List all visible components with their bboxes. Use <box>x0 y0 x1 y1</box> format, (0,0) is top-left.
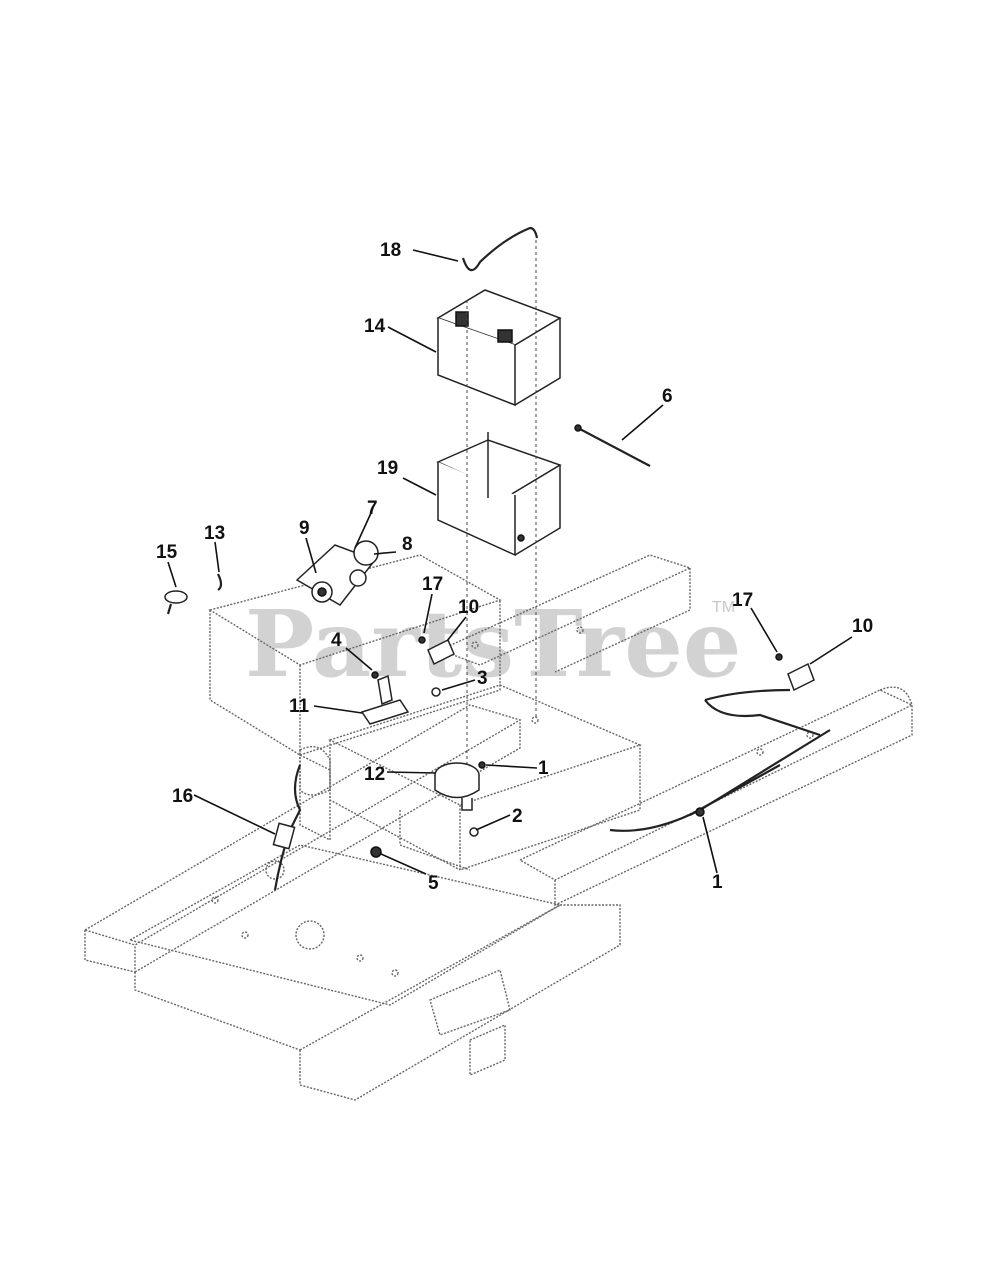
solenoid-part <box>434 762 480 811</box>
callout-17-right: 17 <box>732 590 753 611</box>
switch-part-left <box>427 638 455 666</box>
callout-5: 5 <box>428 873 439 894</box>
screw-part-left <box>418 636 426 644</box>
battery-part <box>436 289 562 407</box>
knob-part <box>353 540 379 566</box>
wire-harness-part <box>272 764 302 891</box>
callout-18: 18 <box>380 240 401 261</box>
screw-part-1b <box>695 807 705 817</box>
callout-11: 11 <box>289 696 310 717</box>
callout-7: 7 <box>367 498 378 519</box>
callout-6: 6 <box>662 386 673 407</box>
nut-part-5 <box>370 846 382 858</box>
callout-4: 4 <box>331 630 342 651</box>
leader-lines <box>167 249 853 875</box>
callout-19: 19 <box>377 458 398 479</box>
callout-17-left: 17 <box>422 574 443 595</box>
screw-part-1a <box>478 761 486 769</box>
switch-bracket-part <box>360 674 410 725</box>
right-wire-harness-part <box>609 688 831 832</box>
watermark-trademark: TM <box>712 599 735 616</box>
clip-part <box>217 573 223 591</box>
callout-labels: 18 14 6 19 7 9 8 15 13 17 10 4 3 11 12 1… <box>156 240 873 894</box>
callout-1-right: 1 <box>712 872 723 893</box>
battery-tray-part <box>436 432 562 557</box>
callout-3: 3 <box>477 668 488 689</box>
callout-2: 2 <box>512 806 523 827</box>
callout-10-left: 10 <box>458 597 479 618</box>
mower-frame <box>83 554 914 1101</box>
watermark-text: PartsTree <box>245 590 741 698</box>
battery-cable-part <box>461 226 539 272</box>
switch-part-right <box>787 662 815 692</box>
callout-16: 16 <box>172 786 193 807</box>
callout-12: 12 <box>364 764 385 785</box>
screw-part-right <box>775 653 783 661</box>
key-part <box>164 590 188 615</box>
screw-part-4 <box>371 671 379 679</box>
callout-10-right: 10 <box>852 616 873 637</box>
callout-14: 14 <box>364 316 386 337</box>
tie-strap-part <box>577 427 651 467</box>
callout-9: 9 <box>299 518 310 539</box>
callout-15: 15 <box>156 542 178 563</box>
tie-strap-head <box>574 424 582 432</box>
callout-8: 8 <box>402 534 413 555</box>
nut-part-3 <box>431 687 441 697</box>
callout-13: 13 <box>204 523 225 544</box>
callout-1-center: 1 <box>538 758 549 779</box>
